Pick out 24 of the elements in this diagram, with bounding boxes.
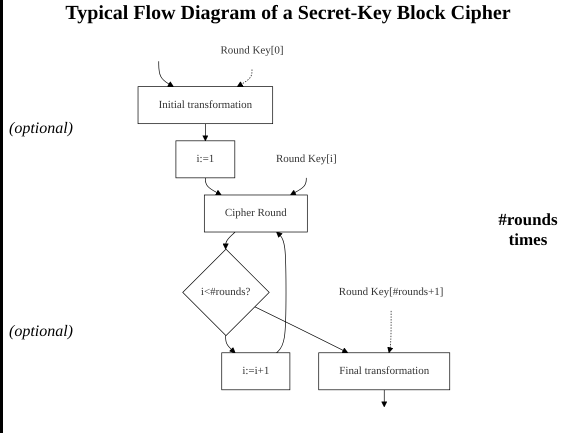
arrow <box>290 178 307 196</box>
note-text: (optional) <box>9 322 74 340</box>
node-box: i:=1 <box>176 140 236 178</box>
arrow <box>381 389 388 408</box>
node-text: Round Key[i] <box>276 153 337 165</box>
arrow <box>254 306 348 354</box>
arrow <box>387 310 394 354</box>
arrow <box>236 69 252 87</box>
node-text: Round Key[0] <box>220 44 284 56</box>
node-text: Round Key[#rounds+1] <box>338 286 444 298</box>
arrow <box>222 232 236 250</box>
node-box: Final transformation <box>318 352 450 390</box>
arrow <box>205 178 222 196</box>
arrow <box>276 232 286 354</box>
arrow <box>202 123 208 142</box>
node-box: Cipher Round <box>204 194 308 232</box>
loop-count-label: #rounds times <box>497 210 559 250</box>
node-diamond: i<#rounds? <box>182 248 270 336</box>
diagram-title: Typical Flow Diagram of a Secret-Key Block Cipher <box>64 2 512 25</box>
node-box: Initial transformation <box>138 86 274 124</box>
arrow <box>158 60 174 87</box>
note-text: (optional) <box>9 120 74 138</box>
arrow <box>225 335 236 354</box>
node-box: i:=i+1 <box>221 352 290 390</box>
